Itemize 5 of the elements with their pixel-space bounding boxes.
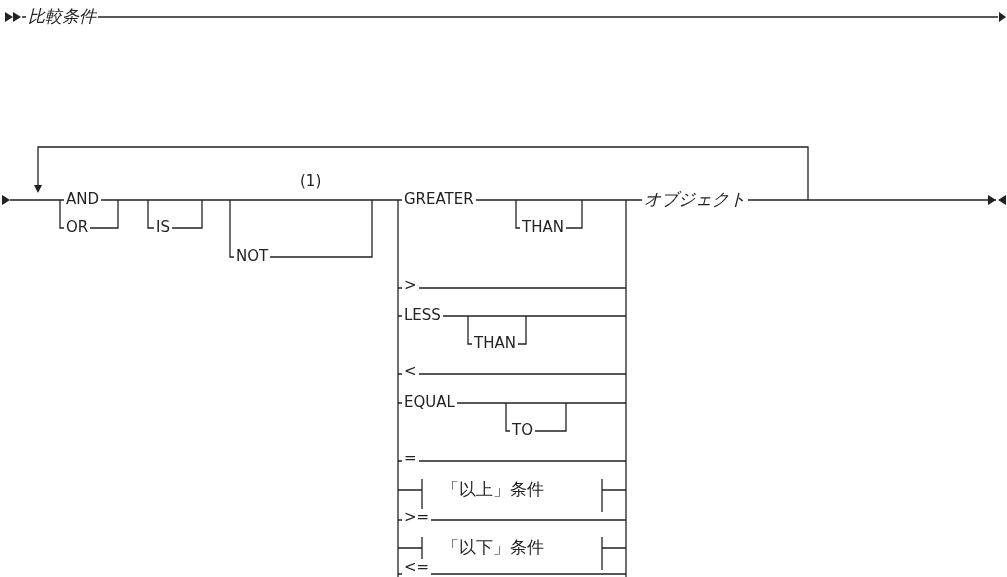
operator-symbol: <= <box>402 559 432 576</box>
syntax-variable: 比較条件 <box>26 6 98 26</box>
keyword: EQUAL <box>402 394 457 411</box>
footnote-marker: (1) <box>298 173 324 190</box>
syntax-variable: オブジェクト <box>642 189 748 209</box>
